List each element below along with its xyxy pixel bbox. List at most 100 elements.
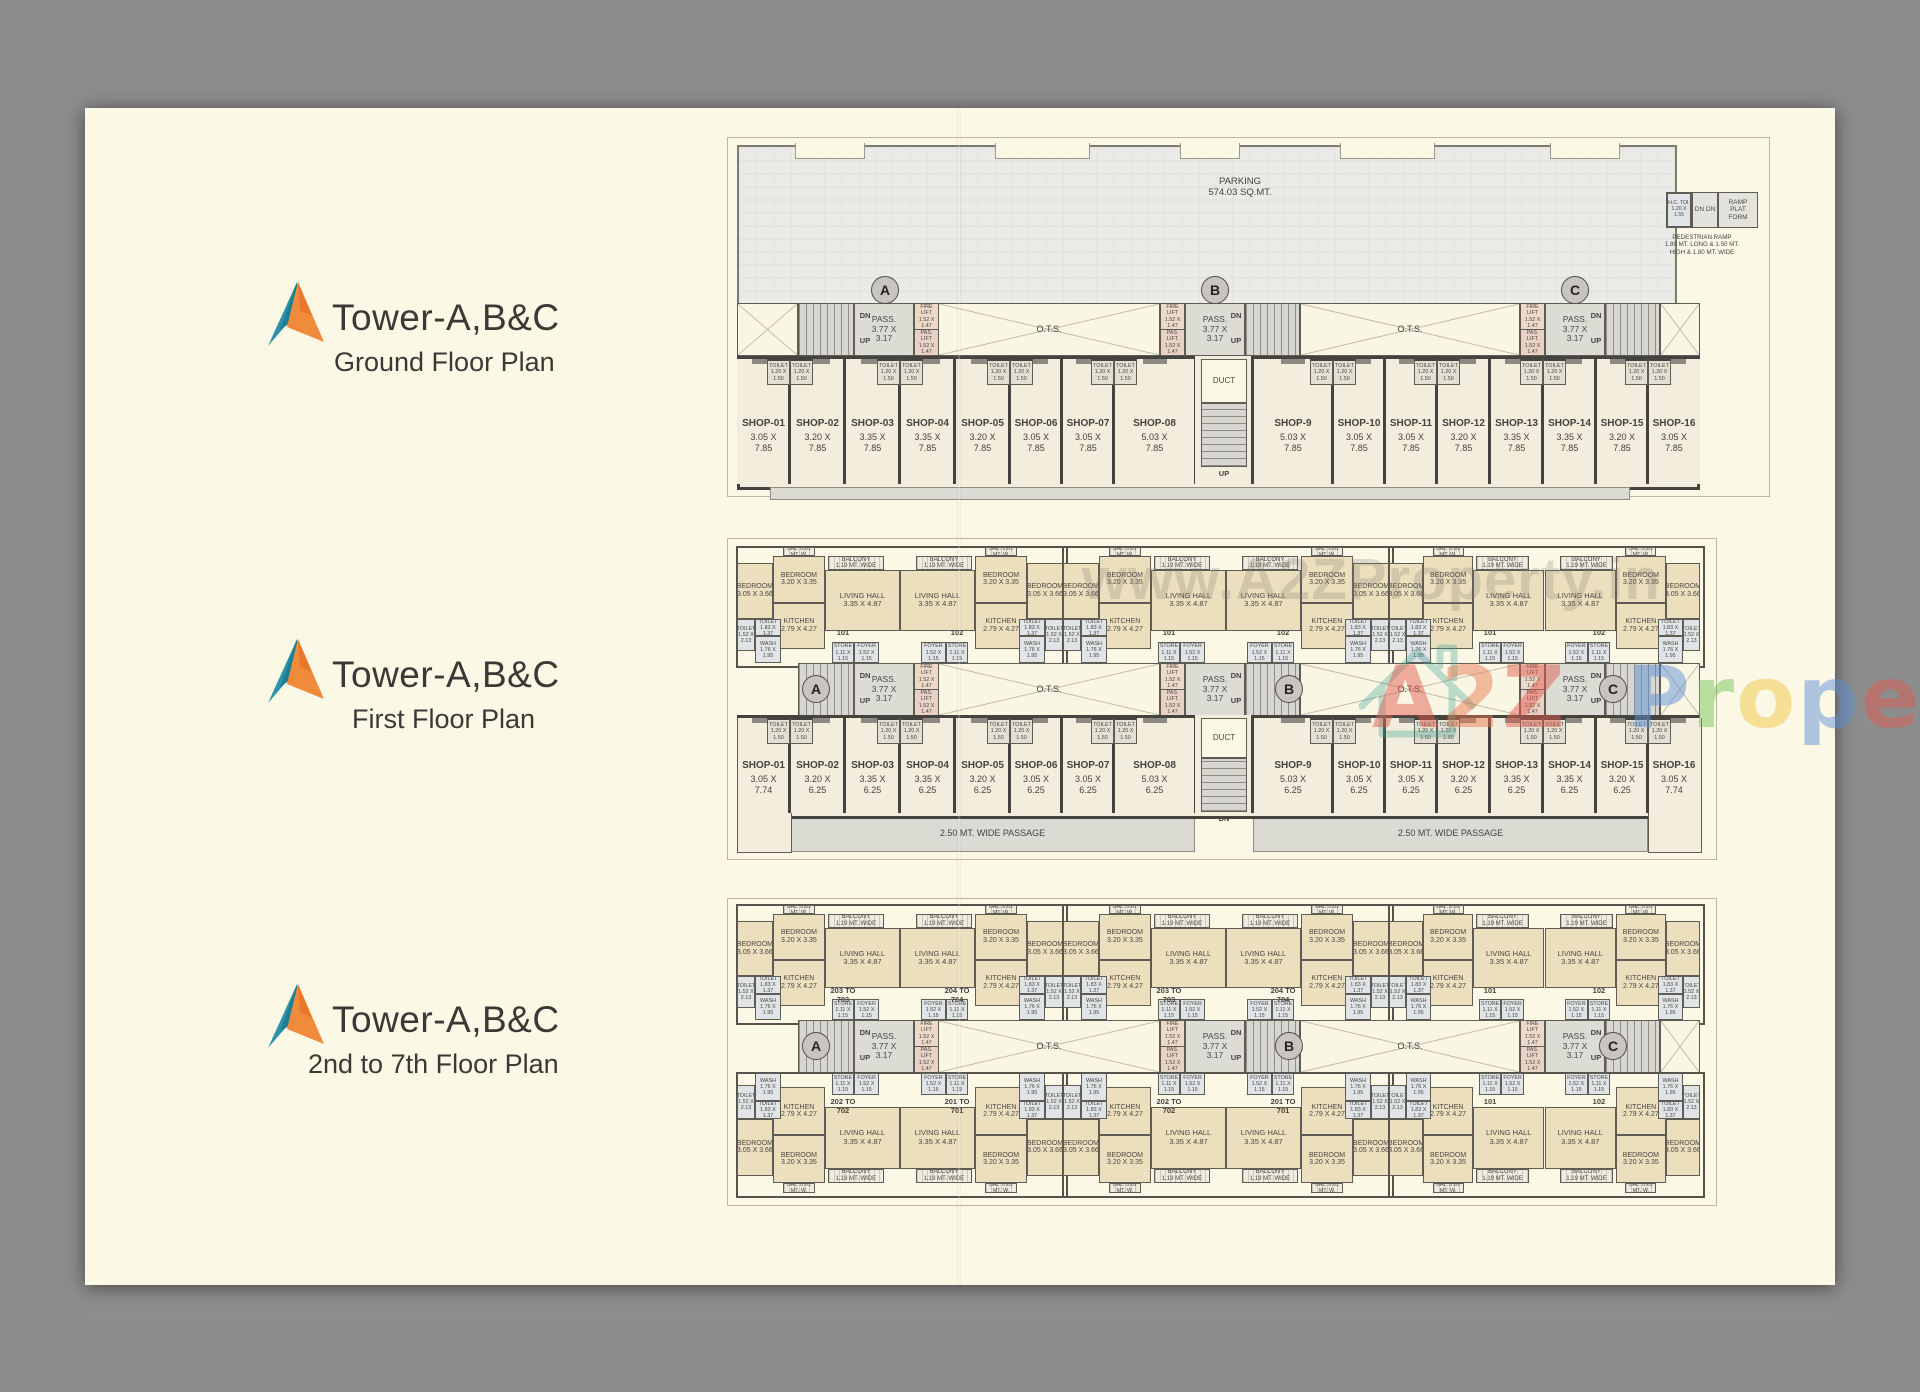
shop-wall [1594,356,1597,484]
shop-entrance-step [1504,359,1529,364]
room-wash: WASH 1.76 X 1.95 [1080,636,1107,663]
core-circle-A: A [871,276,899,304]
passenger-lift: PAS. LIFT 1.52 X 1.47 [1160,689,1185,716]
room-wash: WASH 1.76 X 1.95 [1658,993,1683,1020]
ots-area [1300,1020,1520,1073]
shop-wall [1383,356,1386,484]
shop-entrance-step [915,359,940,364]
room-wash: WASH 1.76 X 1.95 [1344,636,1372,663]
room-foyer: FOYER 1.52 X 1.15 [1564,999,1589,1020]
room-wash: WASH 1.76 X 1.95 [754,993,781,1020]
shop-entrance-step [1451,359,1476,364]
plinth-strip [770,487,1630,500]
shop-toilet: TOILET 1.20 X 1.50 [1520,358,1543,385]
room-toilet_l: TOILET 1.52 X 2.13 [1389,618,1407,652]
passenger-lift: PAS. LIFT 1.52 X 1.47 [1520,1046,1545,1073]
room-balcony: BALCONY 1.19 MT. WIDE [1560,556,1613,571]
shop-wall [1541,356,1544,484]
room-toilet_l: TOILET 1.52 X 2.13 [1389,1085,1407,1119]
shop-wall [898,715,901,813]
shop-toilet: TOILET 1.20 X 1.50 [1625,358,1648,385]
room-toilet_s: TOILET 1.83 X 1.37 [754,1100,781,1119]
room-wash: WASH 1.76 X 1.95 [1658,1073,1683,1101]
room-store: STORE 1.11 X 1.15 [1479,999,1501,1020]
room-bal_small: BAL. 0.61 MT. W. [984,1183,1018,1193]
room-balcony: BALCONY 1.19 MT. WIDE [828,1169,884,1184]
shop-wall [843,715,846,813]
passage-core: PASS. 3.77 X 3.17 [1185,1020,1245,1073]
shop-entrance-step [1557,718,1582,723]
shop-wall [953,715,956,813]
room-wash: WASH 1.76 X 1.95 [1658,636,1683,663]
room-toilet_s: TOILET 1.83 X 1.37 [1080,1100,1107,1119]
room-living: LIVING HALL 3.35 X 4.87 [1472,928,1545,988]
shop-wall [1060,356,1063,484]
shop-wall [1594,715,1597,813]
room-toilet_s: TOILET 1.83 X 1.37 [1018,976,1046,994]
room-bal_small: BAL. 0.61 MT. W. [1108,905,1142,915]
room-bedroom1: BEDROOM 3.05 X 3.66 [737,921,773,977]
room-bedroom1: BEDROOM 3.05 X 3.66 [1665,563,1700,619]
room-toilet_l: TOILET 1.52 X 2.13 [1371,976,1389,1009]
room-kitchen: KITCHEN 2.79 X 4.27 [1423,602,1473,650]
core-circle-C: C [1599,1032,1627,1060]
stair-flight [1245,303,1300,356]
shop-entrance-step [805,718,830,723]
room-bedroom2: BEDROOM 3.20 X 3.35 [772,914,826,961]
room-bedroom1: BEDROOM 3.05 X 3.66 [1353,563,1389,619]
room-store: STORE 1.11 X 1.15 [1479,1073,1501,1095]
room-kitchen: KITCHEN 2.79 X 4.27 [1300,1087,1354,1136]
room-foyer: FOYER 1.52 X 1.15 [921,1073,946,1095]
shop-entrance-step [1451,718,1476,723]
room-bedroom2: BEDROOM 3.20 X 3.35 [1300,914,1354,961]
section-subtitle: First Floor Plan [352,704,536,734]
shop-wall [1646,356,1649,484]
shop-entrance-step [970,718,995,723]
room-kitchen: KITCHEN 2.79 X 4.27 [1616,960,1666,1007]
shop-entrance-step [1557,359,1582,364]
room-bedroom1: BEDROOM 3.05 X 3.66 [1353,921,1389,977]
passage-core: PASS. 3.77 X 3.17 [1545,303,1605,356]
room-store: STORE 1.11 X 1.15 [1271,642,1295,663]
shop-toilet: TOILET 1.20 X 1.50 [1520,717,1543,744]
room-store: STORE 1.11 X 1.15 [1157,642,1181,663]
room-balcony: BALCONY 1.19 MT. WIDE [1476,914,1529,928]
room-toilet_l: TOILET 1.52 X 2.13 [1045,1085,1063,1119]
fire-lift: FIRE LIFT 1.52 X 1.47 [914,303,939,330]
shop-entrance-step [1662,359,1686,364]
room-store: STORE 1.11 X 1.15 [831,999,855,1020]
room-wash: WASH 1.76 X 1.95 [1406,993,1431,1020]
shop-entrance-step [860,359,885,364]
room-bal_small: BAL. 0.61 MT. W. [782,905,816,915]
room-toilet_s: TOILET 1.83 X 1.37 [1344,1100,1372,1119]
room-toilet_s: TOILET 1.83 X 1.37 [1658,618,1683,637]
parking-notch [795,143,865,159]
room-bal_small: BAL. 0.61 MT. W. [1625,1183,1657,1193]
shop-entrance-step [805,359,830,364]
room-bal_small: BAL. 0.61 MT. W. [782,1183,816,1193]
room-kitchen: KITCHEN 2.79 X 4.27 [1616,602,1666,650]
shop-entrance-step [1399,718,1423,723]
fire-lift: FIRE LIFT 1.52 X 1.47 [1520,1020,1545,1047]
room-foyer: FOYER 1.52 X 1.15 [1247,1073,1272,1095]
passage-core: PASS. 3.77 X 3.17 [854,1020,914,1073]
room-bedroom2: BEDROOM 3.20 X 3.35 [1098,1135,1152,1184]
core-circle-C: C [1599,675,1627,703]
duct-stair-shaft [1201,758,1247,812]
room-toilet_s: TOILET 1.83 X 1.37 [1344,976,1372,994]
room-bedroom1: BEDROOM 3.05 X 3.66 [1063,921,1099,977]
room-living: LIVING HALL 3.35 X 4.87 [1472,570,1545,631]
shop-wall [1488,715,1491,813]
ots-area [1300,663,1520,716]
room-toilet_s: TOILET 1.83 X 1.37 [1080,976,1107,994]
core-circle-B: B [1275,675,1303,703]
shop-wall [1435,356,1438,484]
room-foyer: FOYER 1.52 X 1.15 [1180,1073,1205,1095]
passage-core: PASS. 3.77 X 3.17 [854,303,914,356]
stair-flight [798,303,854,356]
room-kitchen: KITCHEN 2.79 X 4.27 [1300,602,1354,650]
room-toilet_s: TOILET 1.83 X 1.37 [1018,1100,1046,1119]
section-title: Tower-A,B&C [332,999,560,1040]
shop-entrance-step [751,359,776,364]
duct-shaft: DUCT [1201,718,1247,758]
